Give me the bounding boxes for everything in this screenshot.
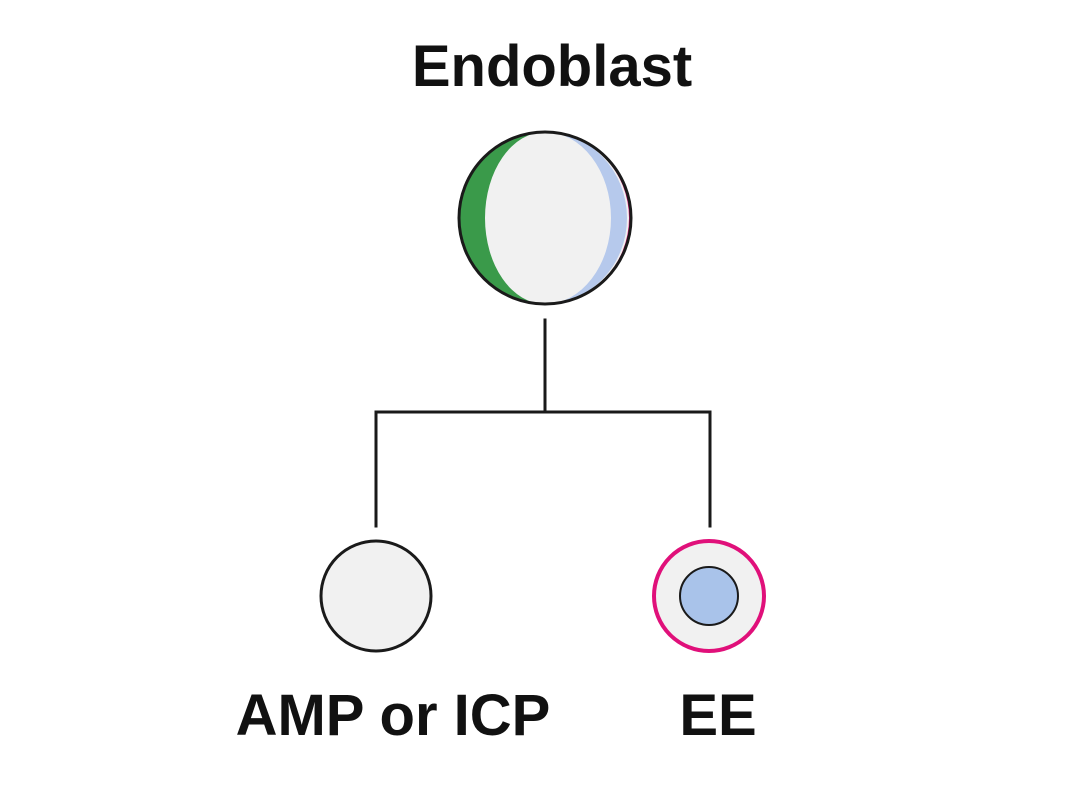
right-child-cell [652,539,766,653]
root-cell-body [459,132,631,304]
lightblue-crescent [545,132,627,304]
green-crescent [459,132,545,304]
left-child-label: AMP or ICP [236,683,551,748]
right-child-label: EE [679,683,756,748]
left-child-cell [319,539,433,653]
right-child-nucleus [679,566,739,626]
root-cell [457,130,633,306]
root-cell-outline [457,130,633,306]
root-label: Endoblast [412,34,692,99]
lineage-connectors [374,318,712,528]
